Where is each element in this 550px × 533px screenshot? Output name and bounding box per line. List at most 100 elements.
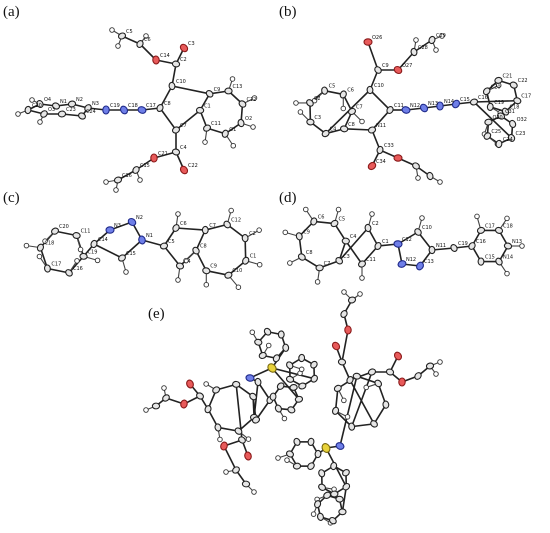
b-atom-c xyxy=(486,102,494,112)
structure-a: C13C12O2O1C11C1C9C10C8C7C2C3C14C6C5C4C22… xyxy=(15,27,258,193)
e-atom-n xyxy=(245,374,255,382)
e-hydrogen-atom xyxy=(341,289,347,295)
e-atom-c xyxy=(385,368,395,376)
e-atom-c xyxy=(331,406,340,415)
d-atom-c xyxy=(341,237,350,245)
a-hydrogen-atom xyxy=(137,177,143,183)
e-atom-c xyxy=(196,392,204,400)
b-atom-n xyxy=(451,99,461,109)
a-atom-label: C6 xyxy=(144,37,151,43)
b-atom-label: C11 xyxy=(394,103,404,109)
e-atom-o xyxy=(220,441,228,451)
c-hydrogen-atom xyxy=(23,242,30,249)
e-atom-c xyxy=(232,466,240,474)
d-atom-label: C5 xyxy=(339,217,346,223)
e-atom-c xyxy=(314,500,322,509)
b-hydrogen-atom xyxy=(439,33,445,39)
e-atom-c xyxy=(414,372,422,380)
a-atom-label: C10 xyxy=(176,79,186,85)
a-hydrogen-atom xyxy=(29,97,35,103)
a-atom-c xyxy=(51,102,61,110)
c-atom-label: C6 xyxy=(180,221,187,227)
e-hydrogen-atom xyxy=(217,436,223,443)
e-hydrogen-atom xyxy=(437,359,443,365)
e-atom-c xyxy=(274,404,283,413)
b-atom-c xyxy=(494,76,503,84)
a-atom-c xyxy=(57,110,67,118)
a-atom-n xyxy=(137,106,147,114)
b-hydrogen-atom xyxy=(413,37,419,43)
e-atom-c xyxy=(249,392,257,401)
c-bond-19 xyxy=(205,223,228,231)
a-atom-n xyxy=(102,105,110,115)
e-hydrogen-atom xyxy=(275,455,281,461)
a-atom-label: O3 xyxy=(48,107,55,113)
c-bond-22 xyxy=(163,245,181,267)
d-atom-label: C3 xyxy=(343,254,350,260)
b-atom-o xyxy=(363,38,373,46)
a-hydrogen-atom xyxy=(15,111,21,117)
b-bond-13 xyxy=(371,109,391,131)
e-atom-c xyxy=(293,437,301,446)
b-atom-c xyxy=(507,133,516,142)
e-atom-c xyxy=(342,469,350,477)
c-atom-label: C20 xyxy=(59,224,69,230)
d-hydrogen-atom xyxy=(282,229,289,236)
e-atom-c xyxy=(310,360,318,369)
d-hydrogen-atom xyxy=(419,215,425,221)
b-atom-label: O27 xyxy=(402,63,412,69)
a-hydrogen-atom xyxy=(250,124,256,130)
e-bond-42 xyxy=(223,445,237,471)
e-atom-c xyxy=(286,361,294,370)
c-atom-label: C5 xyxy=(168,239,175,245)
b-atom-label: C19 xyxy=(494,100,504,106)
d-atom-c xyxy=(495,257,503,266)
a-atom-c xyxy=(84,104,92,112)
a-atom-o xyxy=(179,165,189,175)
e-atom-c xyxy=(234,427,243,435)
e-atom-c xyxy=(162,394,170,402)
c-atom-label: C11 xyxy=(81,229,91,235)
c-atom-label: C14 xyxy=(98,237,108,243)
e-hydrogen-atom xyxy=(203,381,209,387)
d-atom-c xyxy=(330,219,339,228)
c-hydrogen-atom xyxy=(36,253,43,260)
e-atom-c xyxy=(254,338,263,346)
a-atom-c xyxy=(205,90,214,98)
e-atom-c xyxy=(298,353,306,363)
d-atom-label: C1 xyxy=(382,239,389,245)
c-atom-n xyxy=(138,235,146,245)
a-bond-10 xyxy=(175,109,201,131)
e-atom-c xyxy=(298,382,307,390)
b-atom-c xyxy=(339,90,347,99)
b-atom-label: N11 xyxy=(376,123,386,129)
a-hydrogen-atom xyxy=(109,27,115,33)
c-atom-c xyxy=(50,227,60,235)
c-hydrogen-atom xyxy=(175,277,181,283)
a-atom-label: O4 xyxy=(44,97,51,103)
c-atom-c xyxy=(65,269,73,277)
d-atom-c xyxy=(468,242,476,250)
c-atom-c xyxy=(79,252,88,260)
b-atom-label: C15 xyxy=(460,97,470,103)
e-bond-68 xyxy=(341,486,348,512)
c-bond-21 xyxy=(175,227,206,231)
e-atom-c xyxy=(318,483,326,491)
d-atom-label: C10 xyxy=(422,225,432,231)
a-atom-label: C22 xyxy=(188,163,198,169)
e-atom-c xyxy=(212,386,221,394)
b-atom-n xyxy=(436,101,444,111)
b-atom-c xyxy=(509,81,518,89)
b-atom-o xyxy=(393,65,403,75)
panel-label-d: (d) xyxy=(279,190,297,206)
d-atom-label: C17 xyxy=(485,223,495,229)
b-atom-label: O30 xyxy=(492,115,502,121)
b-atom-label: C2 xyxy=(314,96,321,102)
c-atom-label: N2 xyxy=(136,215,143,221)
b-atom-c xyxy=(484,118,493,126)
a-hydrogen-atom xyxy=(115,43,121,49)
e-atom-o xyxy=(393,351,403,361)
d-hydrogen-atom xyxy=(369,211,375,217)
c-atom-label: C8 xyxy=(200,244,207,250)
e-atom-c xyxy=(370,420,378,428)
